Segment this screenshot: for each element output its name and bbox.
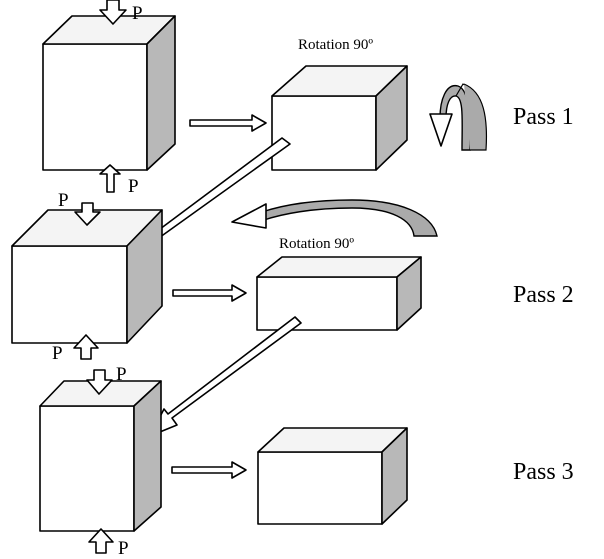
block-pass3-pressed [39,380,162,532]
block-front-face [39,405,135,532]
pass-3-label: Pass 3 [513,459,574,485]
transfer-arrow-2 [172,284,247,302]
block-side-face [133,380,162,532]
block-front-face [256,276,398,331]
block-side-face [396,256,422,331]
block-pass3-result [257,427,408,525]
rotation-arrowhead-icon [429,113,453,147]
force-label: P [128,176,139,197]
right-arrow-icon [189,114,267,132]
force-arrow-top-3: P [86,364,127,395]
block-pass2-pressed [11,209,163,344]
down-arrow-icon [74,202,101,226]
force-label: P [52,343,63,364]
force-label: P [58,190,69,211]
down-arrow-icon [99,0,127,25]
block-pass1-pressed [42,15,176,171]
transfer-arrow-1 [189,114,267,132]
block-side-face [146,15,176,171]
band-shadow [463,83,488,151]
pass-2-label: Pass 2 [513,282,574,308]
down-arrow-icon [86,369,113,395]
block-front-face [11,245,128,344]
transfer-arrow-3 [171,461,247,479]
force-arrow-top-1: P [99,0,143,25]
up-arrow-icon [99,164,121,193]
block-front-face [42,43,148,171]
block-side-face [375,65,408,171]
force-arrow-bottom-1: P [99,164,139,197]
block-pass1-result [271,65,408,171]
curved-band-icon [261,199,438,237]
up-arrow-icon [73,334,99,360]
up-arrow-icon [88,528,114,554]
rotation-arrow-icon-1 [429,83,488,151]
force-label: P [132,3,143,24]
rotation-label-2: Rotation 90º [279,236,354,252]
force-label: P [118,538,129,559]
diagonal-arrow-icon [149,316,302,437]
right-arrow-icon [172,284,247,302]
right-arrow-icon [171,461,247,479]
block-front-face [271,95,377,171]
rotation-arrow-icon-2 [231,199,438,237]
rotation-label-1: Rotation 90º [298,37,373,53]
force-arrow-bottom-2: P [52,334,99,364]
rotation-arrowhead-icon [231,203,267,229]
force-arrow-top-2: P [58,190,101,226]
pass-1-label: Pass 1 [513,104,574,130]
block-pass2-result [256,256,422,331]
block-front-face [257,451,383,525]
force-arrow-bottom-3: P [88,528,129,559]
diagonal-arrow-2 [149,316,302,437]
block-side-face [126,209,163,344]
block-side-face [381,427,408,525]
force-label: P [116,364,127,385]
block-top-face [256,256,422,278]
